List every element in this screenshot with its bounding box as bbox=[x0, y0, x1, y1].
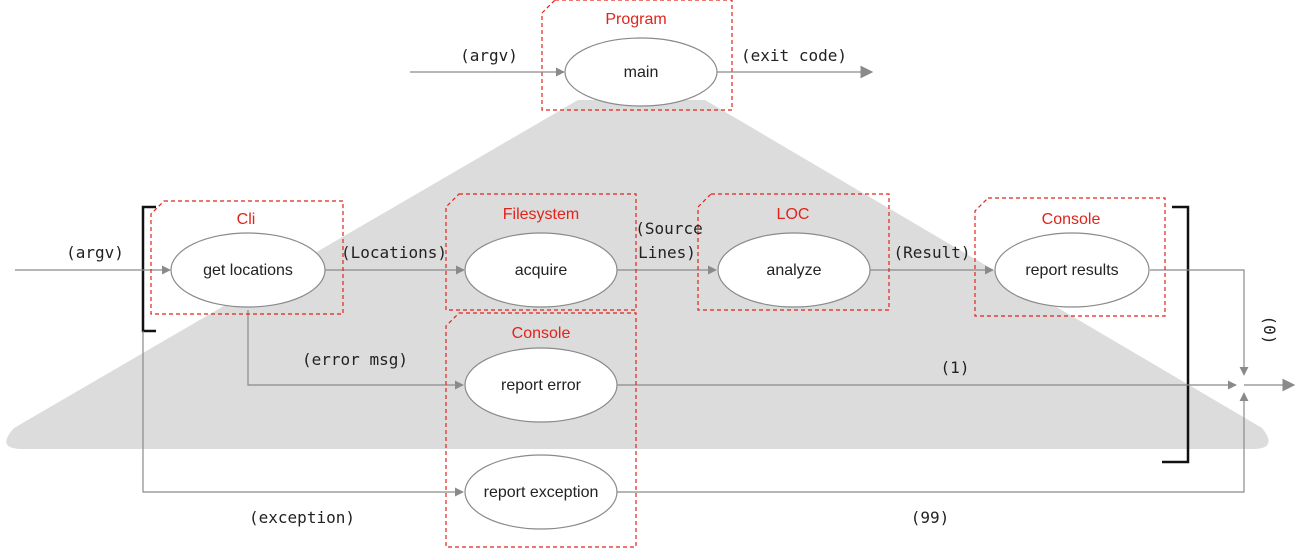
exception-exit-path bbox=[617, 392, 1249, 493]
cli-module-label: Cli bbox=[237, 211, 256, 228]
error-msg-label: (error msg) bbox=[302, 350, 408, 369]
console-top-module-label: Console bbox=[1042, 211, 1101, 228]
expansion-shape bbox=[6, 100, 1269, 449]
main-node-label: main bbox=[624, 64, 659, 81]
exit-code-label: (exit code) bbox=[741, 46, 847, 65]
program-module-box bbox=[541, 0, 733, 111]
exit-code-ninety-nine-label: (99) bbox=[911, 508, 950, 527]
report-results-node: report results bbox=[994, 232, 1150, 308]
filesystem-module-box bbox=[445, 193, 637, 311]
console-mid-module: Console bbox=[445, 312, 637, 548]
console-mid-module-box bbox=[445, 312, 637, 548]
loc-module-label: LOC bbox=[777, 206, 810, 223]
argv-top-label: (argv) bbox=[460, 46, 518, 65]
exit-code-one-label: (1) bbox=[941, 358, 970, 377]
filesystem-module-label: Filesystem bbox=[503, 206, 579, 223]
report-error-node: report error bbox=[464, 347, 618, 423]
locations-label: (Locations) bbox=[341, 243, 447, 262]
loc-module-box bbox=[697, 193, 890, 311]
cli-module-box bbox=[150, 200, 344, 315]
report-exception-node: report exception bbox=[464, 454, 618, 530]
result-label: (Result) bbox=[893, 243, 970, 262]
main-node: main bbox=[564, 37, 718, 107]
program-module-label: Program bbox=[605, 11, 666, 28]
console-mid-module-label: Console bbox=[512, 325, 571, 342]
report-exception-node-label: report exception bbox=[484, 484, 599, 501]
source-lines-label-line2: Lines) bbox=[638, 243, 696, 262]
exception-path bbox=[142, 331, 464, 497]
filesystem-module: Filesystem bbox=[445, 193, 637, 311]
acquire-node: acquire bbox=[464, 232, 618, 308]
console-top-module-box bbox=[974, 197, 1166, 317]
argv-left-label: (argv) bbox=[66, 243, 124, 262]
cli-module: Cli bbox=[150, 200, 344, 315]
left-bracket bbox=[141, 205, 156, 333]
exit-code-zero-label: (0) bbox=[1260, 316, 1279, 345]
right-bracket bbox=[1162, 205, 1190, 464]
exception-label: (exception) bbox=[249, 508, 355, 527]
report-error-node-label: report error bbox=[501, 377, 582, 394]
console-top-module: Console bbox=[974, 197, 1166, 317]
get-locations-node: get locations bbox=[170, 232, 326, 308]
success-exit-path bbox=[1150, 269, 1249, 376]
loc-module: LOC bbox=[697, 193, 890, 311]
error-msg-path bbox=[247, 310, 464, 390]
get-locations-node-label: get locations bbox=[203, 262, 293, 279]
analyze-node-label: analyze bbox=[766, 262, 821, 279]
analyze-node: analyze bbox=[717, 232, 871, 308]
report-results-node-label: report results bbox=[1025, 262, 1118, 279]
program-module: Program bbox=[541, 0, 733, 111]
source-lines-label-line1: (Source bbox=[635, 219, 702, 238]
acquire-node-label: acquire bbox=[515, 262, 568, 279]
